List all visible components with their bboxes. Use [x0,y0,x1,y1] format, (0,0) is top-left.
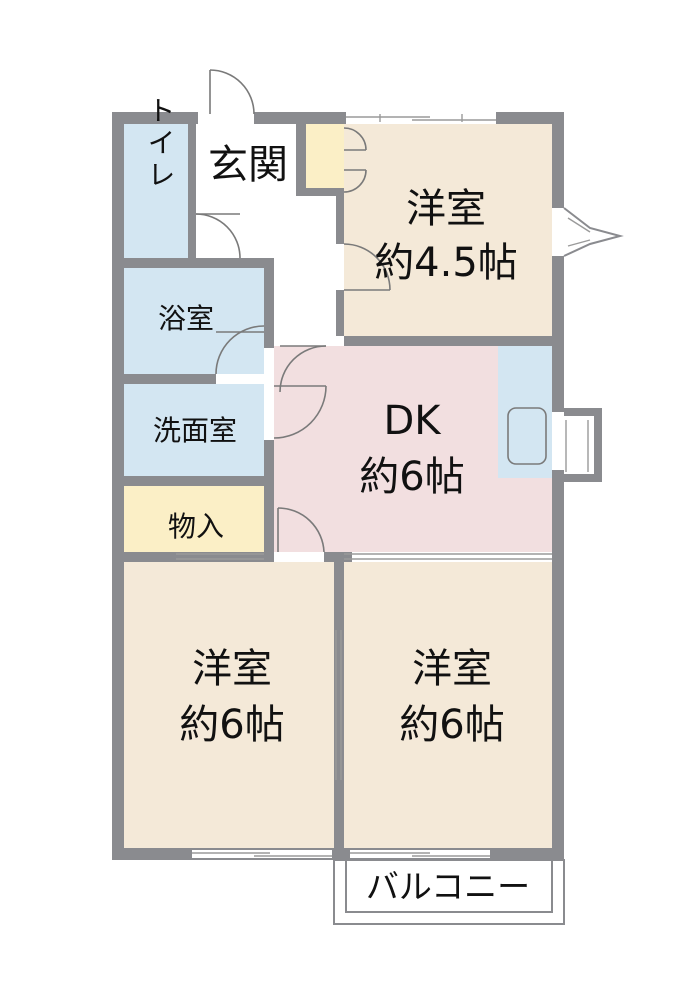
toilet-room [124,124,188,258]
closet-small [306,124,344,194]
balcony-label: バルコニー [366,867,530,906]
genkan-label: 玄関 [208,142,288,188]
western-room-right [344,562,552,848]
room-top-name: 洋室 [406,186,486,232]
walls [112,112,602,860]
bath-label: 浴室 [158,302,214,335]
storage-label: 物入 [168,510,224,543]
room-left-name: 洋室 [192,646,272,692]
room-top-size: 約4.5帖 [374,240,518,286]
room-right-size: 約6帖 [399,702,504,748]
western-room-top [344,124,552,336]
toilet-label: トイレ [144,96,177,192]
room-left-size: 約6帖 [179,702,284,748]
western-room-left [124,562,334,848]
dk-size: 約6帖 [359,454,464,500]
dk-name: DK [383,398,442,444]
washroom-label: 洗面室 [153,414,237,447]
sink-icon [507,407,547,465]
doors [195,69,391,553]
washroom-room [124,384,264,476]
bath-room [124,268,264,374]
balcony [333,859,565,925]
room-right-name: 洋室 [412,646,492,692]
storage-room [124,486,264,552]
windows [176,114,624,858]
